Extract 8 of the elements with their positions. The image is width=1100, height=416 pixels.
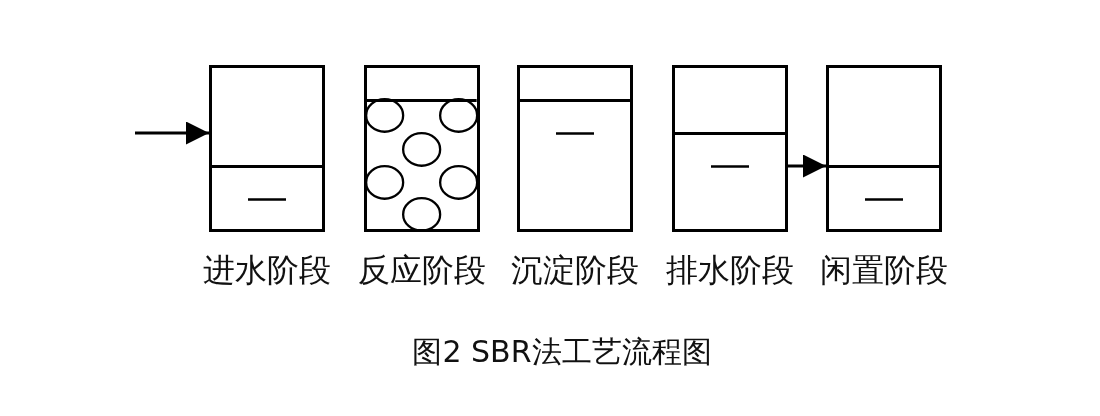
arrow (788, 154, 826, 178)
figure-caption: 图2 SBR法工艺流程图 (412, 334, 712, 370)
stage-label: 反应阶段 (358, 251, 486, 290)
arrow (135, 121, 209, 145)
stage-label: 沉淀阶段 (511, 251, 639, 290)
stage-label: 排水阶段 (666, 251, 794, 290)
stage-label: 闲置阶段 (820, 251, 948, 290)
stage-label: 进水阶段 (203, 251, 331, 290)
